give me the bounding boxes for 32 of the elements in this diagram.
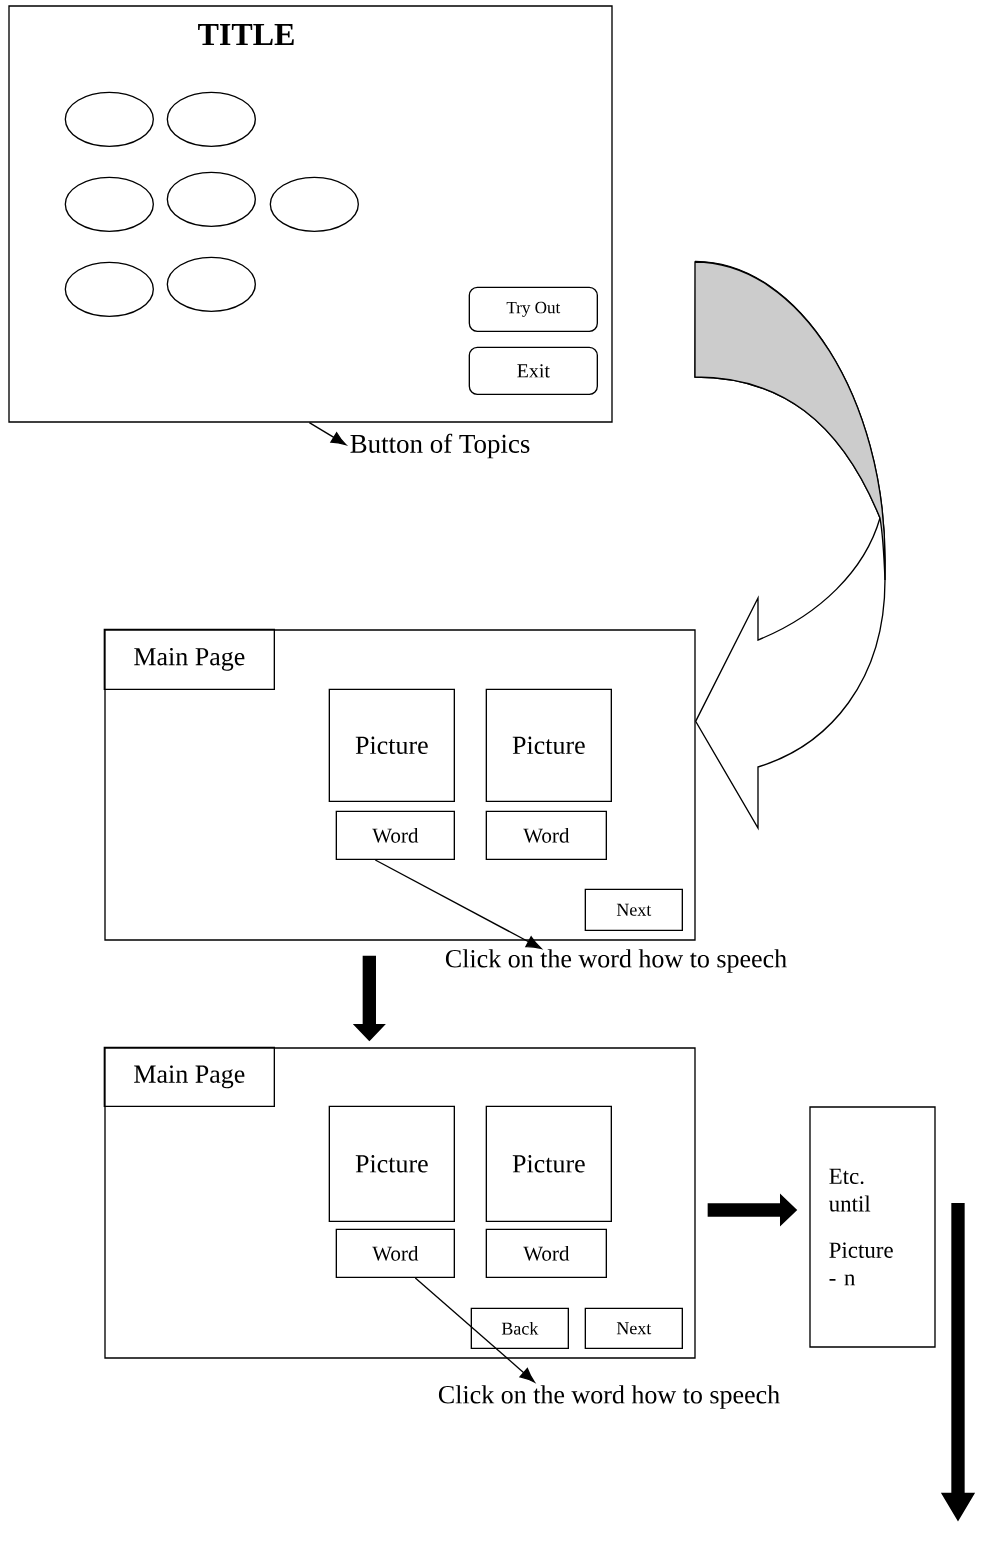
leader-line [374, 859, 542, 950]
nav-button: Next [584, 1307, 683, 1349]
topic-oval [166, 256, 256, 312]
annotation-text: Button of Topics [350, 433, 530, 459]
word-box: Word [485, 1228, 607, 1278]
screen-frame [104, 629, 696, 941]
topic-oval [166, 91, 256, 147]
picture-box: Picture [485, 1105, 612, 1222]
topic-oval [64, 176, 154, 232]
word-box: Word [335, 810, 455, 860]
rounded-button: Exit [468, 346, 598, 395]
curved-block-arrow [694, 260, 886, 829]
word-box: Word [335, 1228, 455, 1278]
rounded-button: Try Out [468, 286, 598, 332]
note-box: Etc. until Picture - n [809, 1106, 936, 1348]
picture-box: Picture [328, 688, 455, 802]
topic-oval [166, 171, 256, 227]
leader-line [414, 1277, 535, 1383]
topic-oval [269, 176, 359, 232]
nav-button: Back [470, 1307, 569, 1349]
topic-oval [64, 261, 154, 317]
picture-box: Picture [328, 1105, 455, 1222]
leader-line [308, 422, 347, 446]
topic-oval [64, 91, 154, 147]
annotation-text: Click on the word how to speech [445, 949, 787, 973]
page-title-box: Main Page [103, 1046, 275, 1107]
picture-box: Picture [485, 688, 612, 802]
word-box: Word [485, 810, 607, 860]
nav-button: Next [584, 888, 683, 931]
page-title-box: Main Page [103, 628, 275, 690]
screen-frame [104, 1047, 696, 1359]
annotation-text: Click on the word how to speech [438, 1385, 780, 1409]
